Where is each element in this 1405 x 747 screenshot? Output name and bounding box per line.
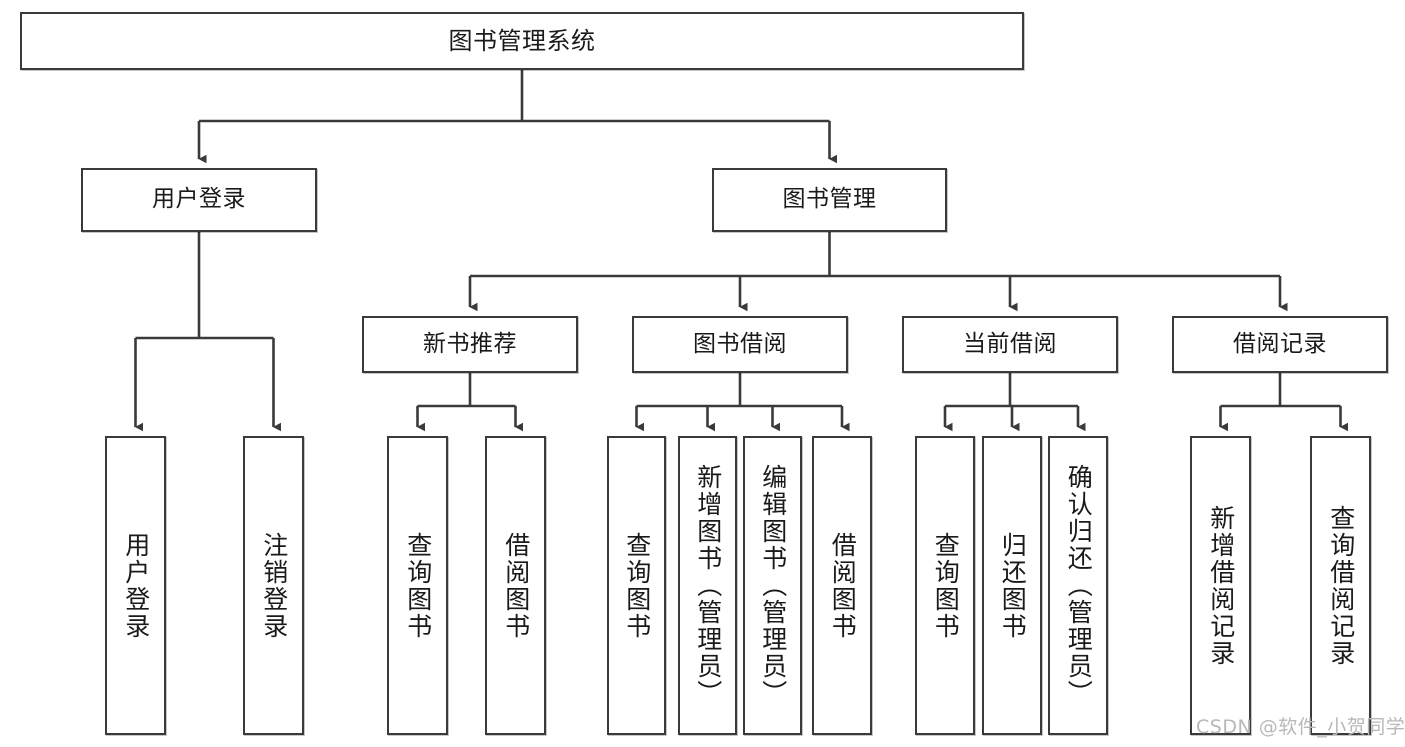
leaf-add-borrow-record[interactable]: 新增借阅记录 <box>1190 436 1251 735</box>
leaf-return-book[interactable]: 归还图书 <box>982 436 1042 735</box>
leaf-user-login[interactable]: 用户登录 <box>105 436 166 735</box>
node-root[interactable]: 图书管理系统 <box>20 12 1024 70</box>
leaf-query-book-recommend[interactable]: 查询图书 <box>387 436 448 735</box>
node-label: 查询图书 <box>622 531 652 640</box>
leaf-query-book-borrow[interactable]: 查询图书 <box>607 436 666 735</box>
node-label: 新增图书（管理员） <box>693 464 723 707</box>
leaf-query-borrow-record[interactable]: 查询借阅记录 <box>1310 436 1371 735</box>
leaf-logout[interactable]: 注销登录 <box>243 436 304 735</box>
node-label: 用户登录 <box>121 531 151 640</box>
node-label: 确认归还（管理员） <box>1064 464 1094 707</box>
node-label: 查询借阅记录 <box>1326 504 1356 667</box>
leaf-borrow-book[interactable]: 借阅图书 <box>812 436 872 735</box>
node-user-login[interactable]: 用户登录 <box>81 168 317 232</box>
node-book-borrow[interactable]: 图书借阅 <box>632 316 848 373</box>
node-label: 查询图书 <box>403 531 433 640</box>
node-label: 当前借阅 <box>963 330 1057 357</box>
node-label: 图书管理 <box>782 186 877 213</box>
watermark: CSDN @软件_小贺同学 <box>1196 716 1405 738</box>
node-label: 图书借阅 <box>693 330 787 357</box>
leaf-borrow-book-recommend[interactable]: 借阅图书 <box>485 436 546 735</box>
node-label: 编辑图书（管理员） <box>758 464 788 707</box>
node-label: 注销登录 <box>259 531 289 640</box>
node-label: 新增借阅记录 <box>1206 504 1236 667</box>
node-current-borrow[interactable]: 当前借阅 <box>902 316 1118 373</box>
node-label: 借阅图书 <box>501 531 531 640</box>
node-label: 借阅图书 <box>828 531 858 640</box>
node-label: 借阅记录 <box>1233 330 1327 357</box>
node-label: 新书推荐 <box>423 330 517 357</box>
leaf-edit-book[interactable]: 编辑图书（管理员） <box>743 436 802 735</box>
node-new-book-recommend[interactable]: 新书推荐 <box>362 316 578 373</box>
leaf-query-book-current[interactable]: 查询图书 <box>915 436 975 735</box>
node-book-manage[interactable]: 图书管理 <box>712 168 947 232</box>
leaf-add-book[interactable]: 新增图书（管理员） <box>678 436 737 735</box>
node-label: 图书管理系统 <box>448 26 596 55</box>
leaf-confirm-return[interactable]: 确认归还（管理员） <box>1048 436 1108 735</box>
node-label: 查询图书 <box>931 531 961 640</box>
node-label: 归还图书 <box>998 531 1028 640</box>
node-borrow-record[interactable]: 借阅记录 <box>1172 316 1388 373</box>
node-label: 用户登录 <box>152 186 246 213</box>
